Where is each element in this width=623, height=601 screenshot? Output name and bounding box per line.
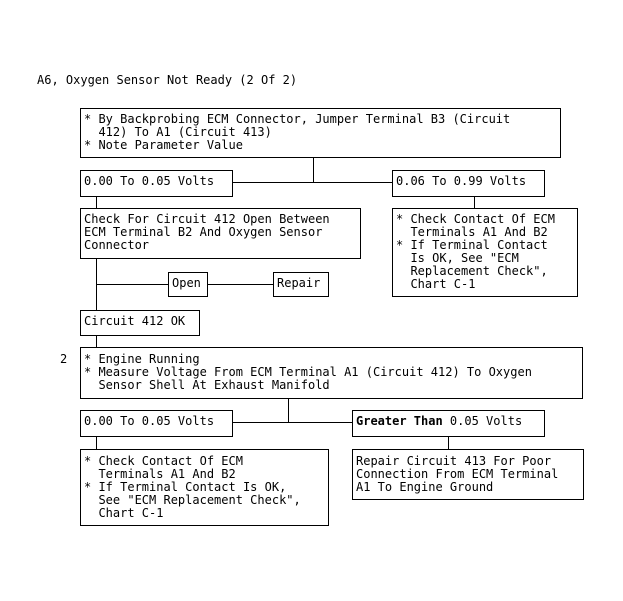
connector-line <box>232 422 353 423</box>
voltage-range-high-box: 0.06 To 0.99 Volts <box>392 170 545 197</box>
open-result-box: Open <box>168 272 208 297</box>
connector-line <box>474 196 475 208</box>
voltage-range-low-box: 0.00 To 0.05 Volts <box>80 170 233 197</box>
connector-line <box>448 436 449 450</box>
check-circuit-412-open-box: Check For Circuit 412 Open Between ECM T… <box>80 208 361 259</box>
connector-line <box>96 284 168 285</box>
connector-line <box>96 335 97 348</box>
repair-result-box: Repair <box>273 272 329 297</box>
diagram-title: A6, Oxygen Sensor Not Ready (2 Of 2) <box>37 73 298 87</box>
connector-line <box>313 157 314 183</box>
connector-line <box>96 436 97 450</box>
check-contact-box-2: * Check Contact Of ECM Terminals A1 And … <box>80 449 329 526</box>
connector-line <box>96 196 97 208</box>
check-contact-box-1: * Check Contact Of ECM Terminals A1 And … <box>392 208 578 297</box>
connector-line <box>207 284 273 285</box>
connector-line <box>232 182 393 183</box>
voltage-range-greater-box: Greater Than 0.05 Volts <box>352 410 545 437</box>
voltage-range-low-box-2: 0.00 To 0.05 Volts <box>80 410 233 437</box>
repair-circuit-413-box: Repair Circuit 413 For Poor Connection F… <box>352 449 584 500</box>
circuit-412-ok-box: Circuit 412 OK <box>80 310 200 336</box>
measure-voltage-step-box: * Engine Running * Measure Voltage From … <box>80 347 583 399</box>
greater-than-label: Greater Than <box>356 414 443 428</box>
backprobe-step-box: * By Backprobing ECM Connector, Jumper T… <box>80 108 561 158</box>
greater-than-value: 0.05 Volts <box>442 414 523 428</box>
step-number-2: 2 <box>60 352 68 366</box>
connector-line <box>288 398 289 423</box>
